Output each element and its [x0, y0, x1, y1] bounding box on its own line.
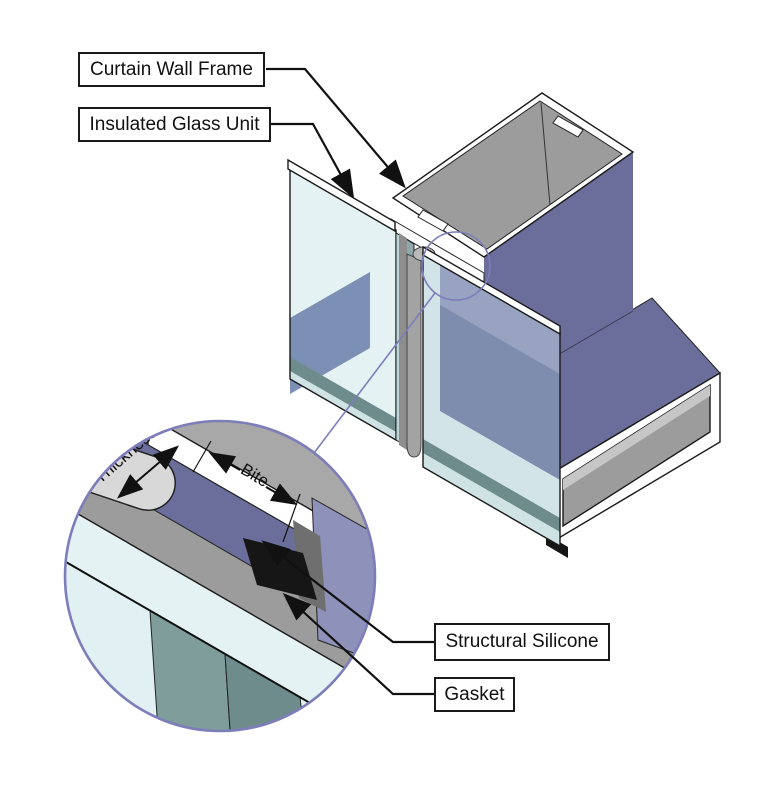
detail-circle-border [63, 419, 377, 733]
curtain-wall-frame-leader [266, 67, 406, 189]
silicone-block [243, 538, 317, 600]
leader-lines [261, 67, 434, 696]
left-glass-unit [287, 158, 415, 452]
label-gasket: Gasket [434, 677, 515, 712]
insulated-glass-unit-leader [271, 122, 355, 199]
label-curtain-wall-frame: Curtain Wall Frame [78, 52, 265, 87]
frame-notch [417, 209, 449, 232]
main-assembly [287, 92, 721, 558]
right-glass-unit [422, 245, 561, 548]
gasket-leader [282, 593, 434, 696]
frame-notch [552, 115, 584, 138]
label-structural-silicone: Structural Silicone [434, 623, 610, 661]
detail-connector-line [313, 292, 436, 454]
detail-view: Thickness Bite [63, 419, 377, 733]
structural-silicone-leader [261, 540, 434, 644]
label-insulated-glass-unit: Insulated Glass Unit [78, 107, 271, 142]
detail-source-circle [421, 231, 491, 301]
